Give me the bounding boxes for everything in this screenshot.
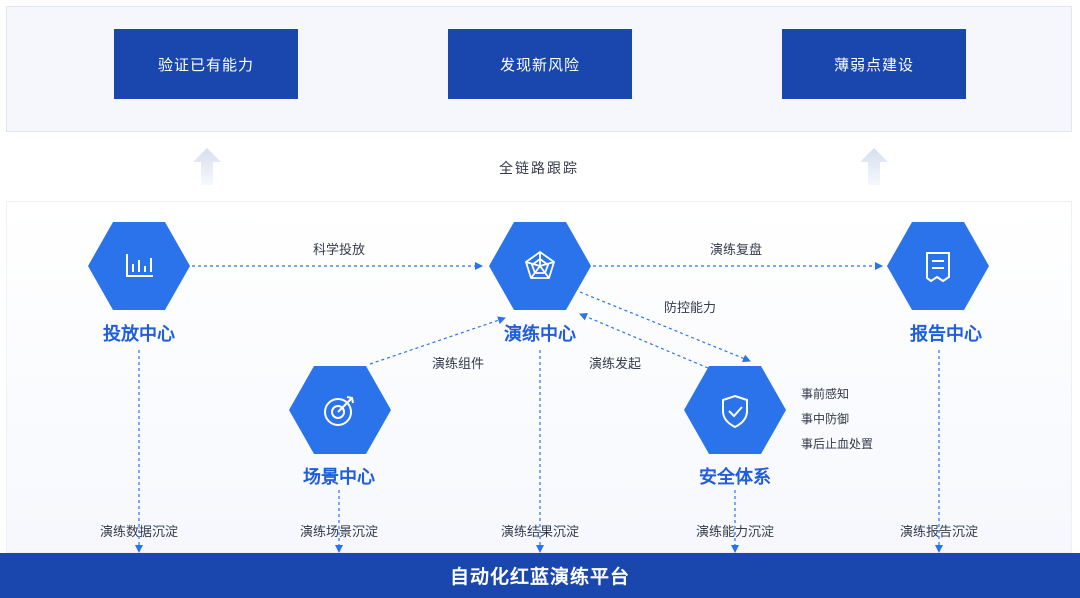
deposit-result: 演练结果沉淀: [500, 525, 580, 540]
launch-center-hex: [88, 222, 190, 310]
goal-verify: 验证已有能力: [114, 29, 298, 99]
security-items: 事前感知 事中防御 事后止血处置: [801, 382, 873, 457]
scene-center-hex: [289, 366, 391, 454]
up-arrow-left-icon: [193, 148, 221, 185]
bar-chart-icon: [126, 254, 153, 277]
edge-label-science: 科学投放: [312, 243, 366, 258]
scene-center-title: 场景中心: [303, 467, 375, 488]
goal-weakness: 薄弱点建设: [782, 29, 966, 99]
security-item: 事中防御: [801, 412, 850, 426]
target-icon: [324, 396, 354, 426]
drill-center-title: 演练中心: [504, 324, 576, 345]
radar-icon: [524, 250, 556, 279]
edge-label-component: 演练组件: [431, 357, 485, 372]
edge-security-drill: [579, 313, 709, 369]
deposit-capability: 演练能力沉淀: [695, 525, 775, 540]
edge-drill-security: [579, 291, 751, 363]
deposit-data: 演练数据沉淀: [99, 525, 179, 540]
trace-label: 全链路跟踪: [499, 161, 579, 177]
security-item: 事后止血处置: [801, 437, 874, 451]
launch-center-title: 投放中心: [103, 324, 175, 345]
goal-discover: 发现新风险: [448, 29, 632, 99]
up-arrow-right-icon: [860, 148, 888, 185]
security-system-title: 安全体系: [699, 467, 771, 488]
edge-label-review: 演练复盘: [709, 243, 763, 258]
report-icon: [926, 252, 950, 283]
security-item: 事前感知: [801, 387, 850, 401]
security-system-hex: [684, 366, 786, 454]
report-center-hex: [887, 222, 989, 310]
deposit-report: 演练报告沉淀: [899, 525, 979, 540]
drill-center-hex: [489, 222, 591, 310]
shield-icon: [722, 394, 748, 429]
platform-bar: 自动化红蓝演练平台: [0, 553, 1080, 598]
edge-label-defense: 防控能力: [663, 301, 717, 316]
report-center-title: 报告中心: [910, 324, 982, 345]
deposit-scene: 演练场景沉淀: [299, 525, 379, 540]
edge-label-initiate: 演练发起: [588, 357, 642, 372]
